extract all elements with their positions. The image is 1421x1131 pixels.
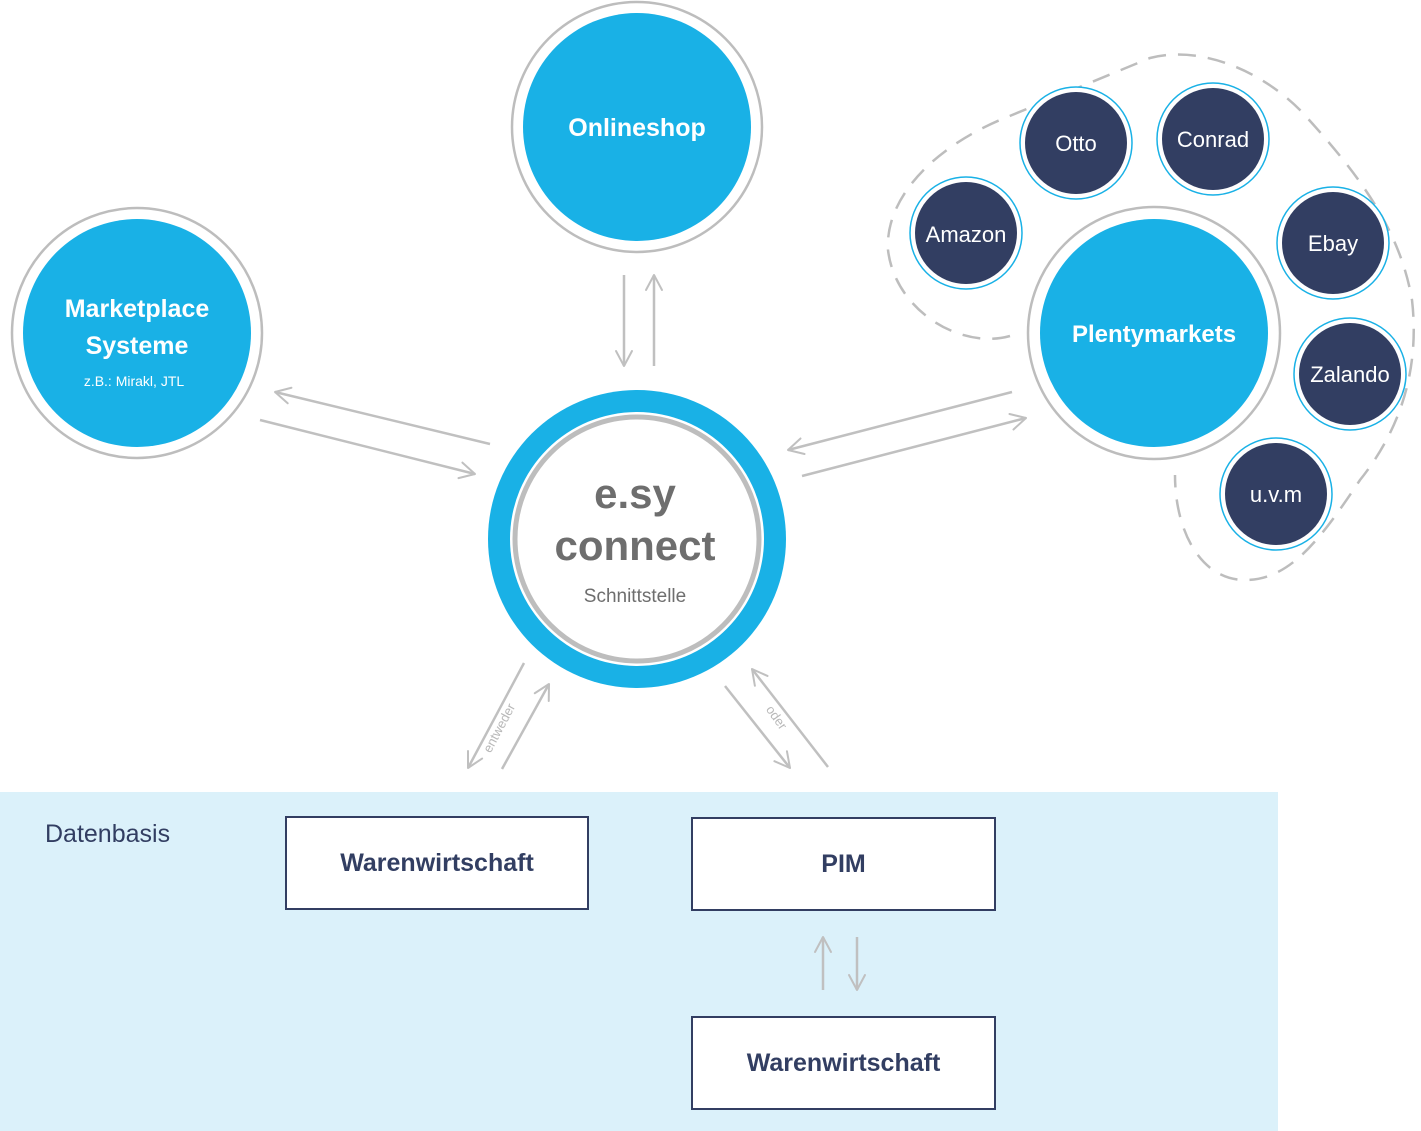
satellite-conrad-label: Conrad — [1177, 127, 1249, 152]
satellite-zalando[interactable]: Zalando — [1293, 317, 1407, 431]
connector-label-oder: oder — [763, 702, 791, 732]
esy-connect-title-line1: e.sy — [594, 470, 676, 517]
warenwirtschaft-bottom-label: Warenwirtschaft — [746, 1048, 941, 1077]
arrow-warenwirtschaft-to-center — [500, 683, 551, 770]
arrow-pim-to-center — [751, 668, 829, 768]
satellite-uvm[interactable]: u.v.m — [1219, 437, 1333, 551]
arrow-plentymarkets-to-center — [787, 390, 1013, 455]
satellite-ebay-label: Ebay — [1308, 231, 1358, 256]
warenwirtschaft-box-left[interactable]: Warenwirtschaft — [285, 816, 589, 910]
arrow-marketplace-to-center — [259, 418, 476, 480]
satellite-conrad[interactable]: Conrad — [1156, 82, 1270, 196]
pim-label: PIM — [821, 849, 866, 878]
plentymarkets-node[interactable]: Plentymarkets — [1026, 205, 1282, 461]
onlineshop-node[interactable]: Onlineshop — [510, 0, 764, 254]
satellite-uvm-label: u.v.m — [1250, 482, 1302, 507]
warenwirtschaft-left-label: Warenwirtschaft — [340, 848, 534, 877]
plentymarkets-label: Plentymarkets — [1072, 321, 1236, 348]
satellite-amazon[interactable]: Amazon — [909, 176, 1023, 290]
pim-box[interactable]: PIM — [691, 817, 996, 911]
esy-connect-subtitle: Schnittstelle — [584, 586, 686, 607]
esy-connect-title-line2: connect — [554, 522, 715, 569]
arrow-center-to-warenwirtschaft — [466, 662, 526, 769]
datenbasis-panel — [0, 792, 1278, 1131]
marketplace-label-line1: Marketplace — [65, 295, 210, 323]
warenwirtschaft-box-bottom[interactable]: Warenwirtschaft — [691, 1016, 996, 1110]
arrow-center-to-marketplace — [274, 386, 491, 446]
marketplace-sublabel: z.B.: Mirakl, JTL — [84, 373, 185, 389]
satellite-amazon-label: Amazon — [926, 222, 1007, 247]
satellite-otto-label: Otto — [1055, 131, 1097, 156]
marketplace-node[interactable]: Marketplace Systeme z.B.: Mirakl, JTL — [10, 206, 264, 460]
marketplace-label-line2: Systeme — [86, 332, 189, 360]
onlineshop-label: Onlineshop — [568, 114, 706, 142]
satellite-otto[interactable]: Otto — [1019, 86, 1133, 200]
datenbasis-label: Datenbasis — [45, 820, 171, 848]
esy-connect-node[interactable]: e.sy connect Schnittstelle — [488, 390, 786, 688]
arrow-center-to-pim — [724, 685, 791, 769]
satellite-zalando-label: Zalando — [1310, 362, 1390, 387]
plentymarkets-group-outline — [886, 53, 1415, 582]
satellite-ebay[interactable]: Ebay — [1276, 186, 1390, 300]
arrow-center-to-plentymarkets — [801, 413, 1027, 478]
